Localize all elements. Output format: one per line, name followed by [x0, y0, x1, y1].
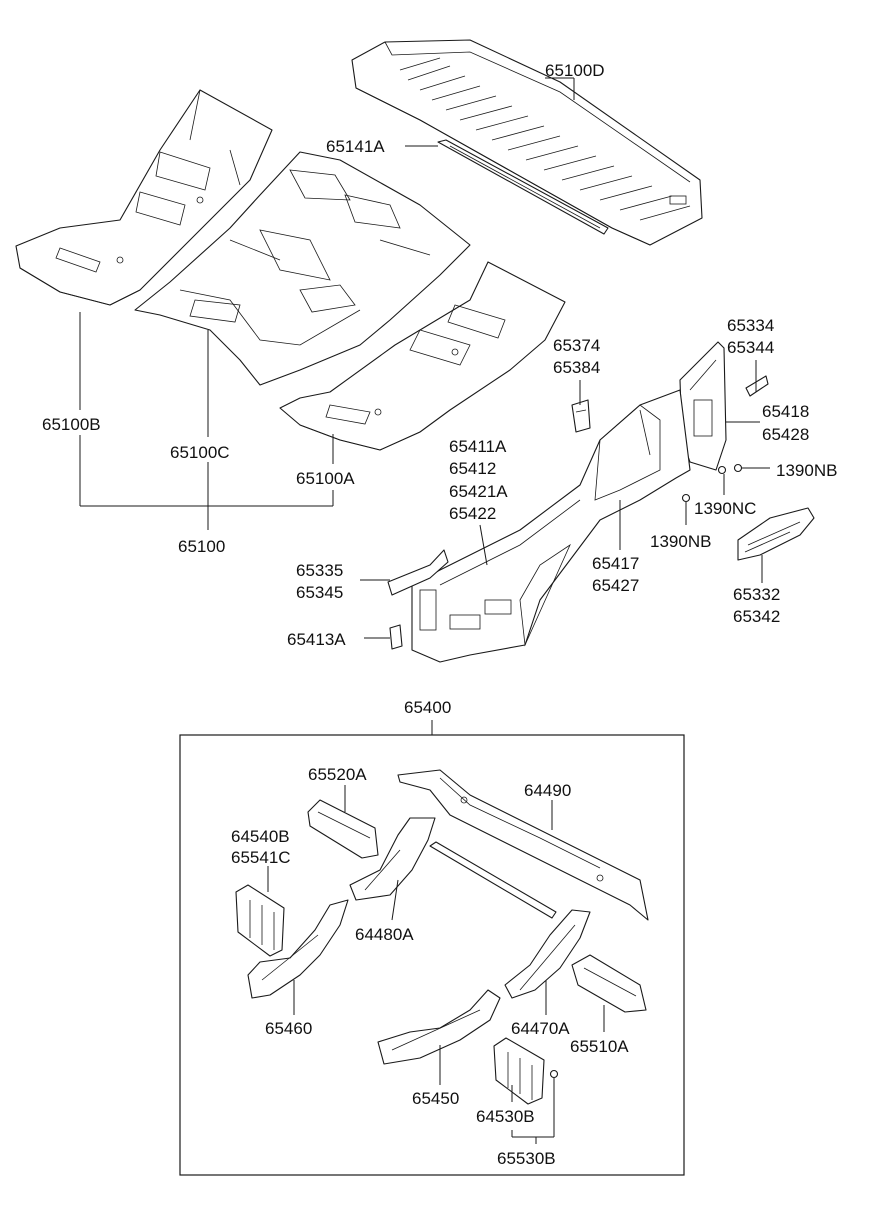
center-floor-panel-65100C [134, 151, 471, 386]
label-65450: 65450 [412, 1089, 459, 1108]
rail-64480A [349, 817, 436, 901]
label-65413A: 65413A [287, 630, 346, 649]
part-labels: 65100D 65141A 65100B 65100C 65100A 65100… [42, 61, 837, 1168]
front-floor-panel-65100A [279, 261, 566, 451]
label-64480A: 64480A [355, 925, 414, 944]
assembly-box-65400 [179, 734, 685, 1176]
bracket-65335 [387, 549, 449, 596]
bracket-65413A [389, 624, 403, 650]
rear-crossmember-64490 [397, 769, 649, 921]
label-65334: 65334 [727, 316, 774, 335]
bolt-1390NB-upper [733, 463, 743, 473]
label-65428: 65428 [762, 425, 809, 444]
rear-floor-panel-65100D [351, 39, 703, 246]
label-65422: 65422 [449, 504, 496, 523]
label-1390NB-upper: 1390NB [776, 461, 837, 480]
label-65342: 65342 [733, 607, 780, 626]
label-65335: 65335 [296, 561, 343, 580]
bolt-1390NB-lower [681, 493, 691, 503]
label-65412: 65412 [449, 459, 496, 478]
label-65417: 65417 [592, 554, 639, 573]
center-strip [429, 841, 557, 919]
label-1390NB-lower: 1390NB [650, 532, 711, 551]
label-65510A: 65510A [570, 1037, 629, 1056]
bracket-65510A [571, 954, 647, 1013]
label-1390NC: 1390NC [694, 499, 756, 518]
rail-65460 [247, 899, 349, 999]
label-65344: 65344 [727, 338, 774, 357]
label-65427: 65427 [592, 576, 639, 595]
bolt-1390NC [717, 465, 727, 475]
label-65460: 65460 [265, 1019, 312, 1038]
label-64470A: 64470A [511, 1019, 570, 1038]
label-65100A: 65100A [296, 469, 355, 488]
plate-64540B [235, 884, 285, 957]
rail-65450 [377, 989, 501, 1065]
label-64530B: 64530B [476, 1107, 535, 1126]
label-65332: 65332 [733, 585, 780, 604]
label-64490: 64490 [524, 781, 571, 800]
label-65418: 65418 [762, 402, 809, 421]
label-65100B: 65100B [42, 415, 101, 434]
plate-65334 [745, 375, 769, 397]
bracket-65374 [571, 399, 591, 433]
side-body-assembly-65411A [411, 389, 691, 663]
crossmember-strip-65141A [437, 139, 609, 235]
label-65384: 65384 [553, 358, 600, 377]
label-65541C: 65541C [231, 848, 291, 867]
label-65345: 65345 [296, 583, 343, 602]
label-65520A: 65520A [308, 765, 367, 784]
rear-bracket-65332 [737, 507, 815, 561]
label-65421A: 65421A [449, 482, 508, 501]
label-65411A: 65411A [449, 437, 507, 456]
label-65374: 65374 [553, 336, 600, 355]
rail-64470A [504, 909, 591, 999]
label-65100C: 65100C [170, 443, 230, 462]
label-64540B: 64540B [231, 827, 290, 846]
bottom-leader-lines [267, 785, 605, 1144]
label-65400: 65400 [404, 698, 451, 717]
bracket-65520A [307, 799, 379, 859]
label-65100D: 65100D [545, 61, 605, 80]
plate-64530B [493, 1037, 545, 1105]
label-65530B: 65530B [497, 1149, 556, 1168]
front-floor-panel-65100B [15, 89, 273, 306]
nut-65530B [549, 1069, 559, 1079]
top-leader-lines [79, 77, 770, 639]
label-65100: 65100 [178, 537, 225, 556]
label-65141A: 65141A [326, 137, 385, 156]
